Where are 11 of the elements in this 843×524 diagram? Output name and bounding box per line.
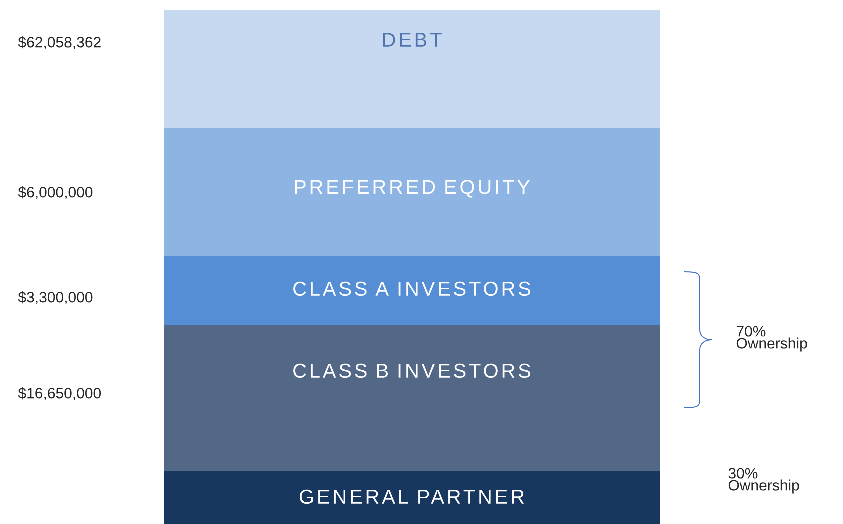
band: GENERAL PARTNER — [164, 470, 660, 524]
amount-label: $62,058,362 — [18, 36, 101, 50]
amount-label: $6,000,000 — [18, 186, 93, 200]
ownership-label: 70% Ownership — [736, 326, 808, 352]
amount-label: $16,650,000 — [18, 387, 102, 400]
band: CLASS B INVESTORS — [164, 324, 660, 471]
ownership-label: 30% Ownership — [728, 468, 800, 494]
band: DEBT — [164, 10, 660, 128]
band: PREFERRED EQUITY — [164, 128, 660, 256]
amount-label: $3,300,000 — [18, 291, 93, 304]
band: CLASS A INVESTORS — [164, 256, 660, 325]
